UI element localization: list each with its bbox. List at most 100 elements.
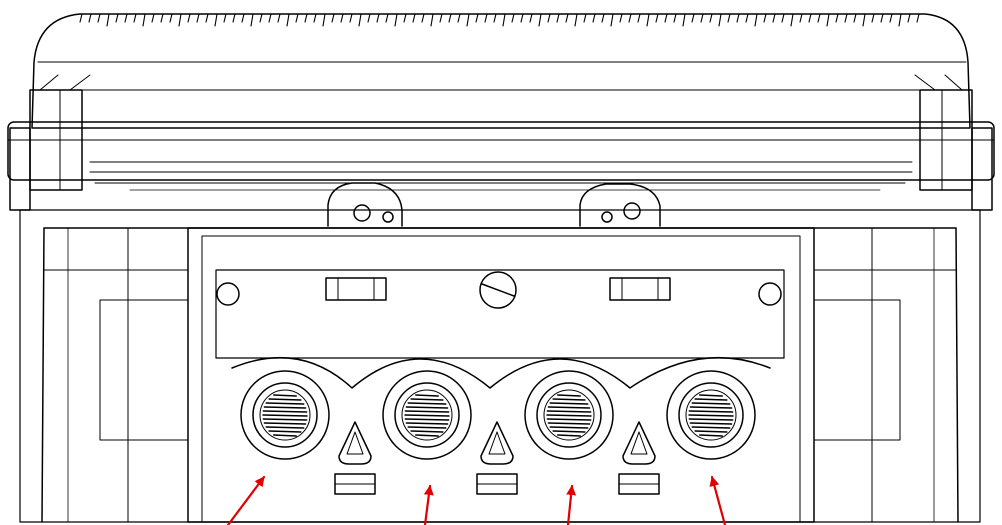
vent-icon	[622, 421, 656, 465]
arrow-icon	[709, 475, 727, 525]
grip-ridge	[331, 13, 335, 23]
callout-arrows	[226, 475, 727, 525]
hinge-pin-icon	[353, 204, 371, 222]
grip-ridge	[727, 13, 731, 23]
grip-ridge	[277, 13, 281, 23]
grip-ridge	[268, 13, 272, 23]
grip-ridge	[358, 13, 362, 27]
grip-ridge	[484, 13, 488, 23]
grip-ridge	[385, 13, 389, 23]
grip-ridge	[601, 13, 605, 23]
grip-ridge	[673, 13, 677, 23]
grip-ridge	[835, 13, 839, 23]
cable-gland-icon	[524, 370, 614, 460]
grip-ridge	[871, 13, 875, 23]
grip-ridge	[322, 13, 326, 27]
grip-ridge	[520, 13, 524, 23]
grip-ridge	[574, 13, 578, 27]
grip-ridge	[142, 13, 146, 27]
grip-ridge	[619, 13, 623, 23]
grip-ridge	[241, 13, 245, 23]
grip-ridge	[583, 13, 587, 23]
grip-ridge	[313, 13, 317, 23]
grip-ridge	[124, 13, 128, 23]
grip-ridge	[295, 13, 299, 23]
grip-ridge	[286, 13, 290, 27]
grip-ridge	[475, 13, 479, 23]
grip-ridge	[151, 13, 155, 23]
grip-ridge	[682, 13, 686, 27]
lid-grip-ridges	[79, 13, 920, 27]
grip-ridge	[781, 13, 785, 23]
grip-ridge	[304, 13, 308, 23]
cable-gland-icon	[382, 370, 472, 460]
grip-ridge	[196, 13, 200, 23]
arrow-icon	[226, 475, 266, 525]
grip-ridge	[367, 13, 371, 23]
cable-glands	[240, 370, 756, 460]
lid-outline	[31, 13, 971, 129]
tab	[618, 473, 660, 495]
grip-ridge	[79, 13, 83, 23]
grip-ridge	[844, 13, 848, 23]
grip-ridge	[97, 13, 101, 23]
grip-ridge	[169, 13, 173, 23]
grip-ridge	[205, 13, 209, 23]
lid	[7, 13, 995, 211]
grip-ridge	[745, 13, 749, 23]
grip-ridge	[772, 13, 776, 23]
vent-icon	[338, 421, 372, 465]
grip-ridge	[376, 13, 380, 23]
grip-ridge	[916, 13, 920, 23]
tab	[334, 473, 376, 495]
cable-gland-icon	[666, 370, 756, 460]
grip-ridge	[826, 13, 830, 27]
grip-ridge	[250, 13, 254, 27]
grip-ridge	[754, 13, 758, 27]
lid-corner-right	[919, 89, 993, 211]
base-housing	[19, 209, 981, 523]
grip-ridge	[655, 13, 659, 23]
grip-ridge	[736, 13, 740, 23]
grip-ridge	[457, 13, 461, 23]
gland-plate	[187, 227, 815, 523]
grip-ridge	[790, 13, 794, 27]
grip-ridge	[547, 13, 551, 23]
grip-ridge	[898, 13, 902, 27]
grip-ridge	[637, 13, 641, 23]
grip-ridge	[907, 13, 911, 23]
grip-ridge	[223, 13, 227, 23]
grip-ridge	[592, 13, 596, 23]
grip-ridge	[691, 13, 695, 23]
grip-ridge	[412, 13, 416, 23]
arrow-icon	[423, 484, 434, 525]
tab	[476, 473, 518, 495]
grip-ridge	[808, 13, 812, 23]
grip-ridge	[88, 13, 92, 23]
rounded-ribs	[231, 356, 771, 389]
cover-plate	[215, 269, 785, 359]
grip-ridge	[718, 13, 722, 27]
lid-rim	[7, 121, 995, 181]
grip-ridge	[493, 13, 497, 23]
grip-ridge	[565, 13, 569, 23]
grip-ridge	[349, 13, 353, 23]
grip-ridge	[133, 13, 137, 23]
latch-clip-left	[325, 277, 387, 301]
grip-ridge	[862, 13, 866, 27]
vent-icon	[480, 421, 514, 465]
grip-ridge	[763, 13, 767, 23]
grip-ridge	[799, 13, 803, 23]
grip-ridge	[709, 13, 713, 23]
lid-corner-left	[9, 89, 83, 211]
grip-ridge	[403, 13, 407, 23]
grip-ridge	[340, 13, 344, 23]
grip-ridge	[556, 13, 560, 23]
grip-ridge	[106, 13, 110, 27]
hinge-left	[327, 182, 403, 227]
grip-ridge	[853, 13, 857, 23]
grip-ridge	[700, 13, 704, 23]
grip-ridge	[430, 13, 434, 27]
grip-ridge	[160, 13, 164, 23]
